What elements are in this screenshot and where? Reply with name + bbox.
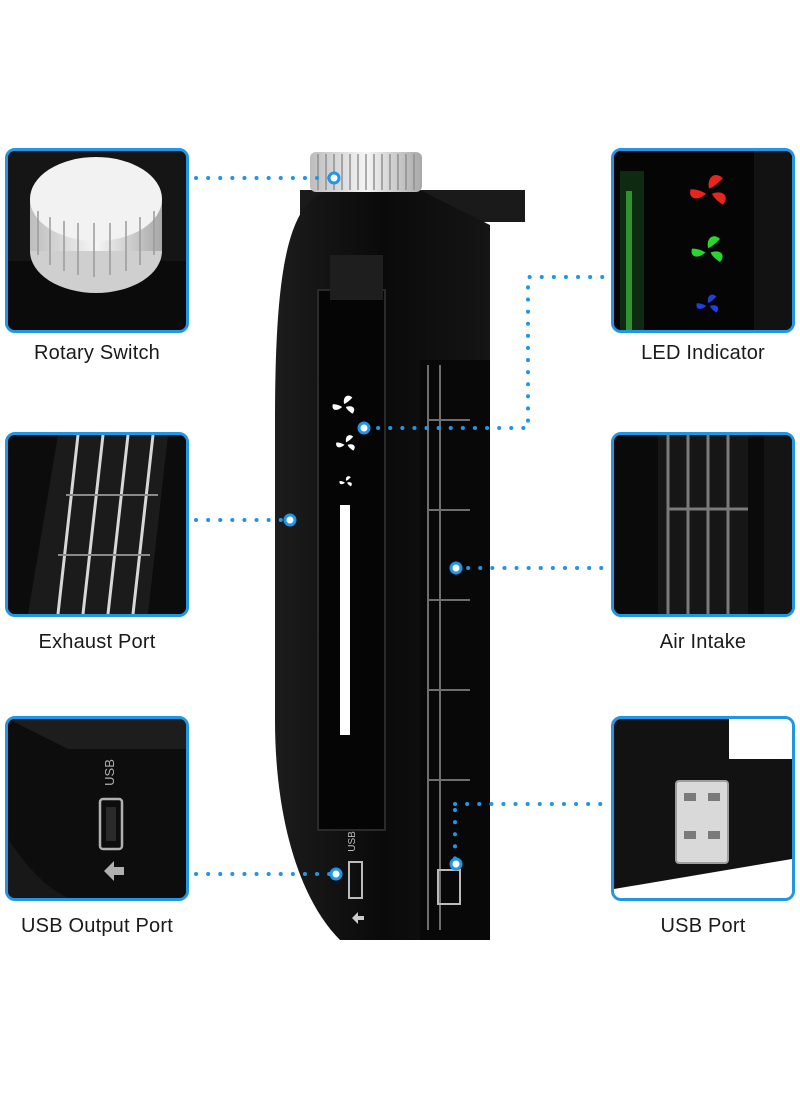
arrow-icon <box>352 912 364 924</box>
anchor-dot <box>449 561 463 575</box>
light-bar <box>340 505 350 735</box>
label-usb-port: USB Port <box>660 915 746 937</box>
cooling-fan-device <box>275 152 525 940</box>
led-indicator-closeup <box>614 151 792 330</box>
anchor-dot <box>329 867 343 881</box>
device-usb-text: USB <box>346 831 358 852</box>
callout-led-indicator-image <box>611 148 795 333</box>
usb-output-slot <box>348 861 363 899</box>
air-intake-closeup <box>614 435 792 614</box>
rotary-switch-closeup <box>8 151 186 330</box>
callout-rotary-switch-image <box>5 148 189 333</box>
anchor-dot <box>449 857 463 871</box>
callout-air-intake-image <box>611 432 795 617</box>
usb-port-closeup <box>614 719 792 898</box>
label-led-indicator: LED Indicator <box>641 342 765 364</box>
arrow-icon <box>104 861 124 881</box>
air-intake-vents <box>427 365 470 930</box>
anchor-dot <box>357 421 371 435</box>
usb-text-label: USB <box>101 759 117 786</box>
exhaust-port-closeup <box>8 435 186 614</box>
label-usb-output-port: USB Output Port <box>21 915 173 937</box>
anchor-dot <box>283 513 297 527</box>
leader-lines <box>194 176 608 876</box>
label-air-intake: Air Intake <box>659 631 747 653</box>
callout-exhaust-port-image <box>5 432 189 617</box>
usb-slot-icon <box>98 797 124 851</box>
usb-connector-icon <box>675 780 729 864</box>
label-exhaust-port: Exhaust Port <box>38 631 156 653</box>
callout-usb-output-port-image: USB <box>5 716 189 901</box>
usb-output-port-closeup <box>8 719 186 898</box>
rotary-knob[interactable] <box>310 152 422 192</box>
label-rotary-switch: Rotary Switch <box>34 342 160 364</box>
leader-led-indicator <box>364 275 608 430</box>
anchor-dots <box>283 171 463 881</box>
callout-usb-port-image <box>611 716 795 901</box>
usb-input-slot <box>437 869 461 905</box>
anchor-dot <box>327 171 341 185</box>
